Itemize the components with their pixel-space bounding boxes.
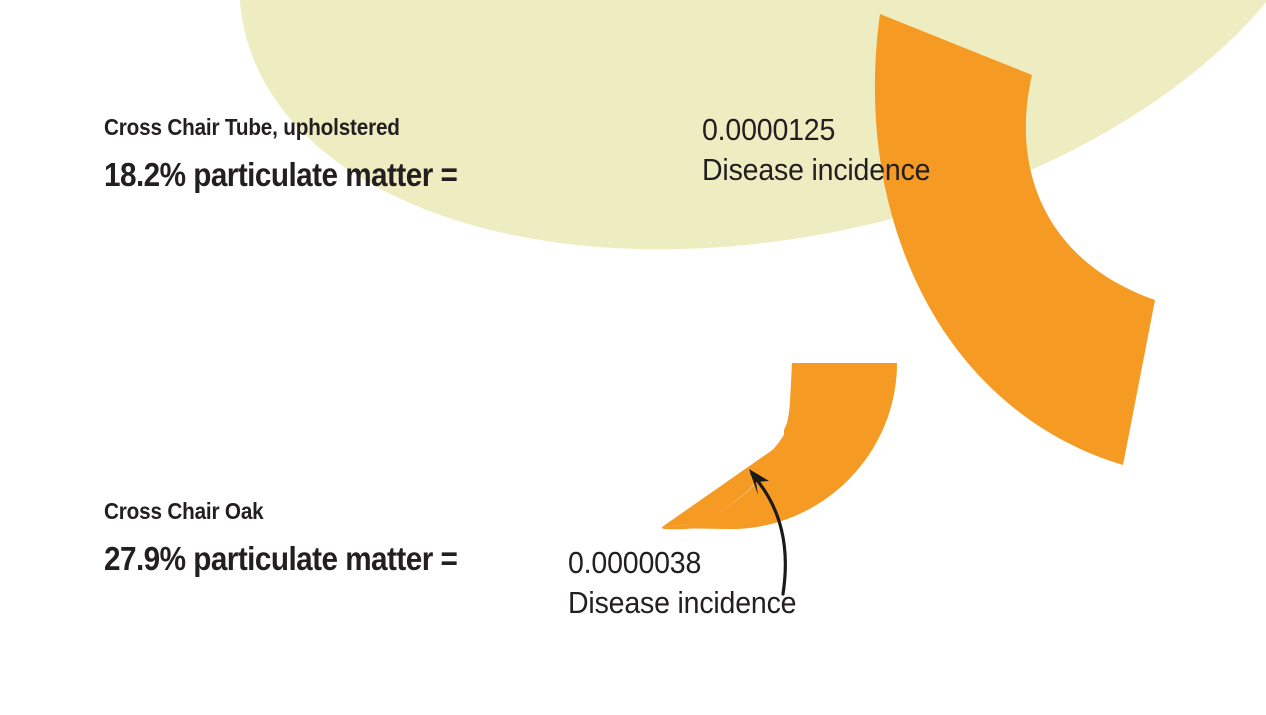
curved-arrow bbox=[749, 469, 787, 596]
item-oak-product-name: Cross Chair Oak bbox=[104, 498, 264, 524]
item-oak-incidence-value: 0.0000038 bbox=[568, 545, 702, 580]
item-tube-particulate-metric: 18.2% particulate matter = bbox=[104, 156, 458, 193]
orange-wedge-small-final bbox=[662, 363, 896, 529]
orange-wedge-large bbox=[874, 14, 1155, 465]
item-oak-incidence-label: Disease incidence bbox=[568, 585, 797, 621]
orange-wedge-small-fill bbox=[662, 363, 897, 529]
item-tube-product-name: Cross Chair Tube, upholstered bbox=[104, 114, 400, 140]
pale-yellow-ellipse bbox=[239, 0, 1266, 250]
item-oak-incidence-block: 0.0000038 Disease incidence bbox=[568, 543, 816, 624]
item-tube-incidence-label: Disease incidence bbox=[702, 152, 931, 188]
item-tube-incidence-value: 0.0000125 bbox=[702, 112, 836, 147]
item-tube-incidence-block: 0.0000125 Disease incidence bbox=[702, 110, 950, 191]
item-oak-particulate-metric: 27.9% particulate matter = bbox=[104, 540, 458, 577]
